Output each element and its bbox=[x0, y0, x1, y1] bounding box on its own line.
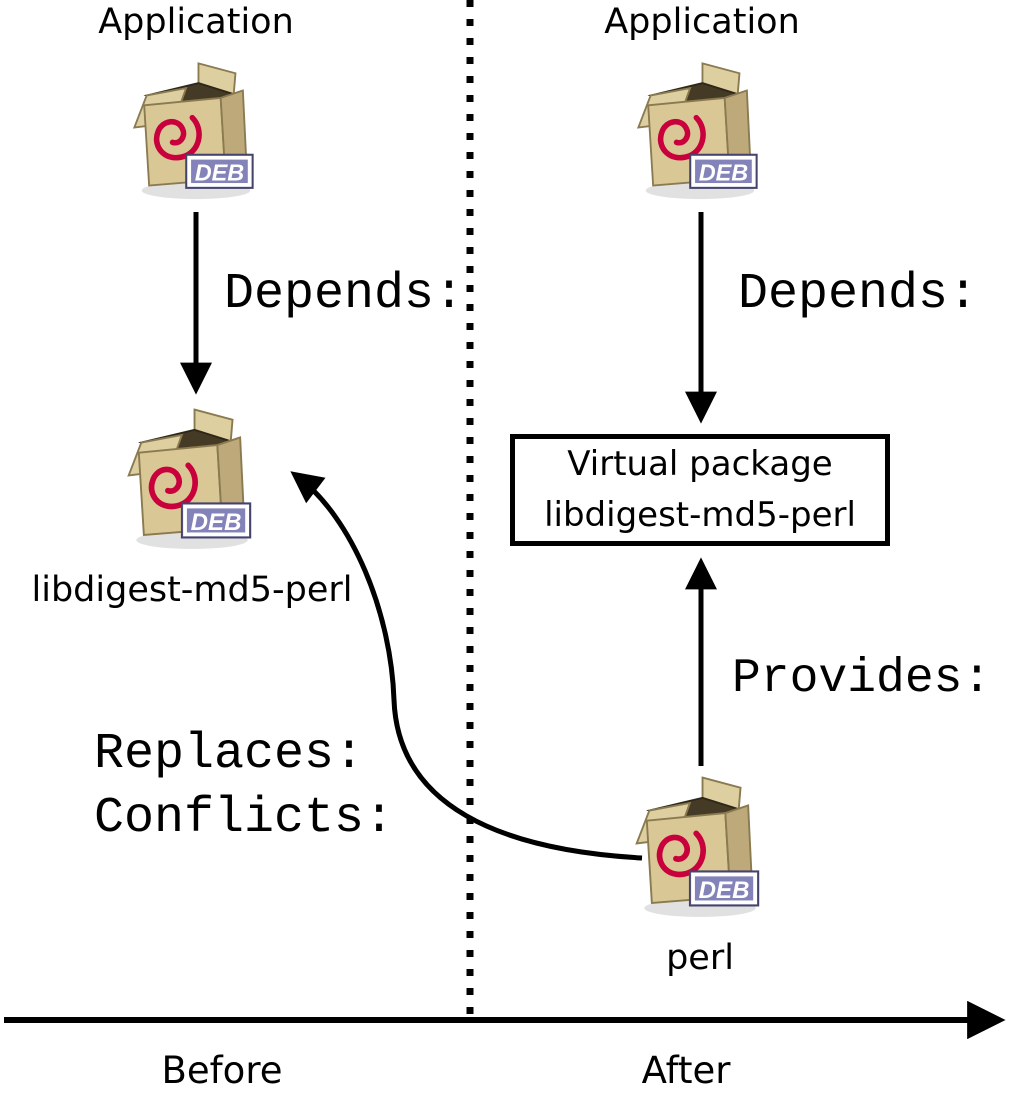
replaces-label: Replaces: bbox=[94, 726, 365, 783]
depends-label-before: Depends: bbox=[224, 266, 465, 323]
virtual-package-box: Virtual package libdigest-md5-perl bbox=[510, 434, 890, 546]
application-package-icon-after bbox=[626, 56, 774, 204]
libdigest-package-icon bbox=[116, 402, 268, 554]
perl-package-label: perl bbox=[666, 938, 734, 978]
application-label-before: Application bbox=[98, 2, 294, 42]
timeline-before-label: Before bbox=[161, 1049, 283, 1092]
timeline-after-label: After bbox=[641, 1049, 731, 1092]
virtual-package-line1: Virtual package bbox=[567, 444, 833, 484]
virtual-package-line2: libdigest-md5-perl bbox=[544, 495, 856, 535]
libdigest-package-label: libdigest-md5-perl bbox=[31, 570, 353, 610]
application-package-icon-before bbox=[122, 56, 270, 204]
provides-label: Provides: bbox=[732, 652, 992, 706]
conflicts-label: Conflicts: bbox=[94, 790, 395, 847]
perl-package-icon bbox=[624, 770, 776, 922]
depends-label-after: Depends: bbox=[738, 266, 979, 323]
application-label-after: Application bbox=[604, 2, 800, 42]
replaces-conflicts-arrow bbox=[290, 471, 643, 861]
